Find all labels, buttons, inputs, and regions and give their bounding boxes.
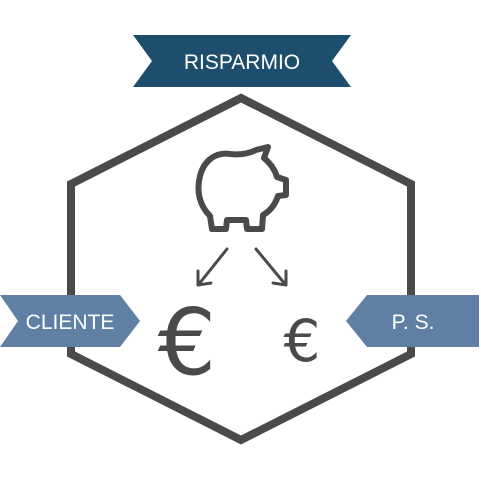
top-banner-label: RISPARMIO	[184, 51, 300, 74]
top-banner: RISPARMIO	[133, 35, 351, 87]
small-euro-symbol: €	[284, 307, 321, 375]
large-euro-symbol: €	[158, 289, 217, 396]
left-banner-ribbon	[0, 295, 140, 347]
piggy-bank-icon	[195, 144, 289, 232]
left-banner: CLIENTE	[0, 295, 140, 347]
right-banner: P. S.	[346, 295, 479, 347]
arrow-down-left-icon	[196, 247, 229, 287]
left-banner-label: CLIENTE	[26, 311, 115, 334]
hexagon-frame	[67, 93, 415, 445]
arrow-down-right-icon	[254, 247, 288, 287]
right-banner-label: P. S.	[392, 311, 435, 334]
top-banner-ribbon	[133, 35, 351, 87]
right-banner-ribbon	[346, 295, 479, 347]
